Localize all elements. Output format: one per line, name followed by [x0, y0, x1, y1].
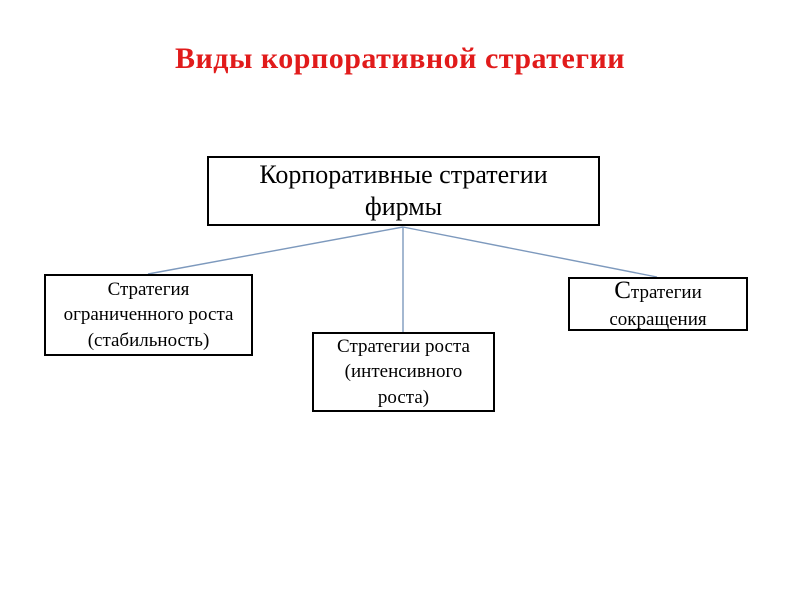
node-label-line: (интенсивного	[344, 361, 463, 383]
node-label-line: (стабильность)	[87, 329, 210, 351]
node-label-line: ограниченного роста	[63, 304, 234, 326]
node-label-line: Корпоративные стратегии	[259, 160, 548, 190]
node-label-line: сокращения	[609, 308, 707, 330]
connector-root-to-right	[402, 226, 658, 278]
node-corporate-strategies-root: Корпоративные стратегии фирмы	[207, 156, 600, 226]
connector-root-to-left	[147, 226, 404, 275]
node-reduction-strategy: Стратегии сокращения	[568, 277, 748, 331]
node-label-line: роста)	[377, 386, 430, 408]
slide-title: Виды корпоративной стратегии	[174, 42, 626, 75]
node-limited-growth-strategy: Стратегия ограниченного роста (стабильно…	[44, 274, 253, 356]
node-label-line: Стратегия	[107, 278, 190, 300]
node-growth-strategy: Стратегии роста (интенсивного роста)	[312, 332, 495, 412]
node-label-line: Стратегии роста	[337, 335, 470, 357]
node-label-line: Стратегии	[614, 277, 702, 305]
node-label-line: фирмы	[364, 192, 443, 221]
